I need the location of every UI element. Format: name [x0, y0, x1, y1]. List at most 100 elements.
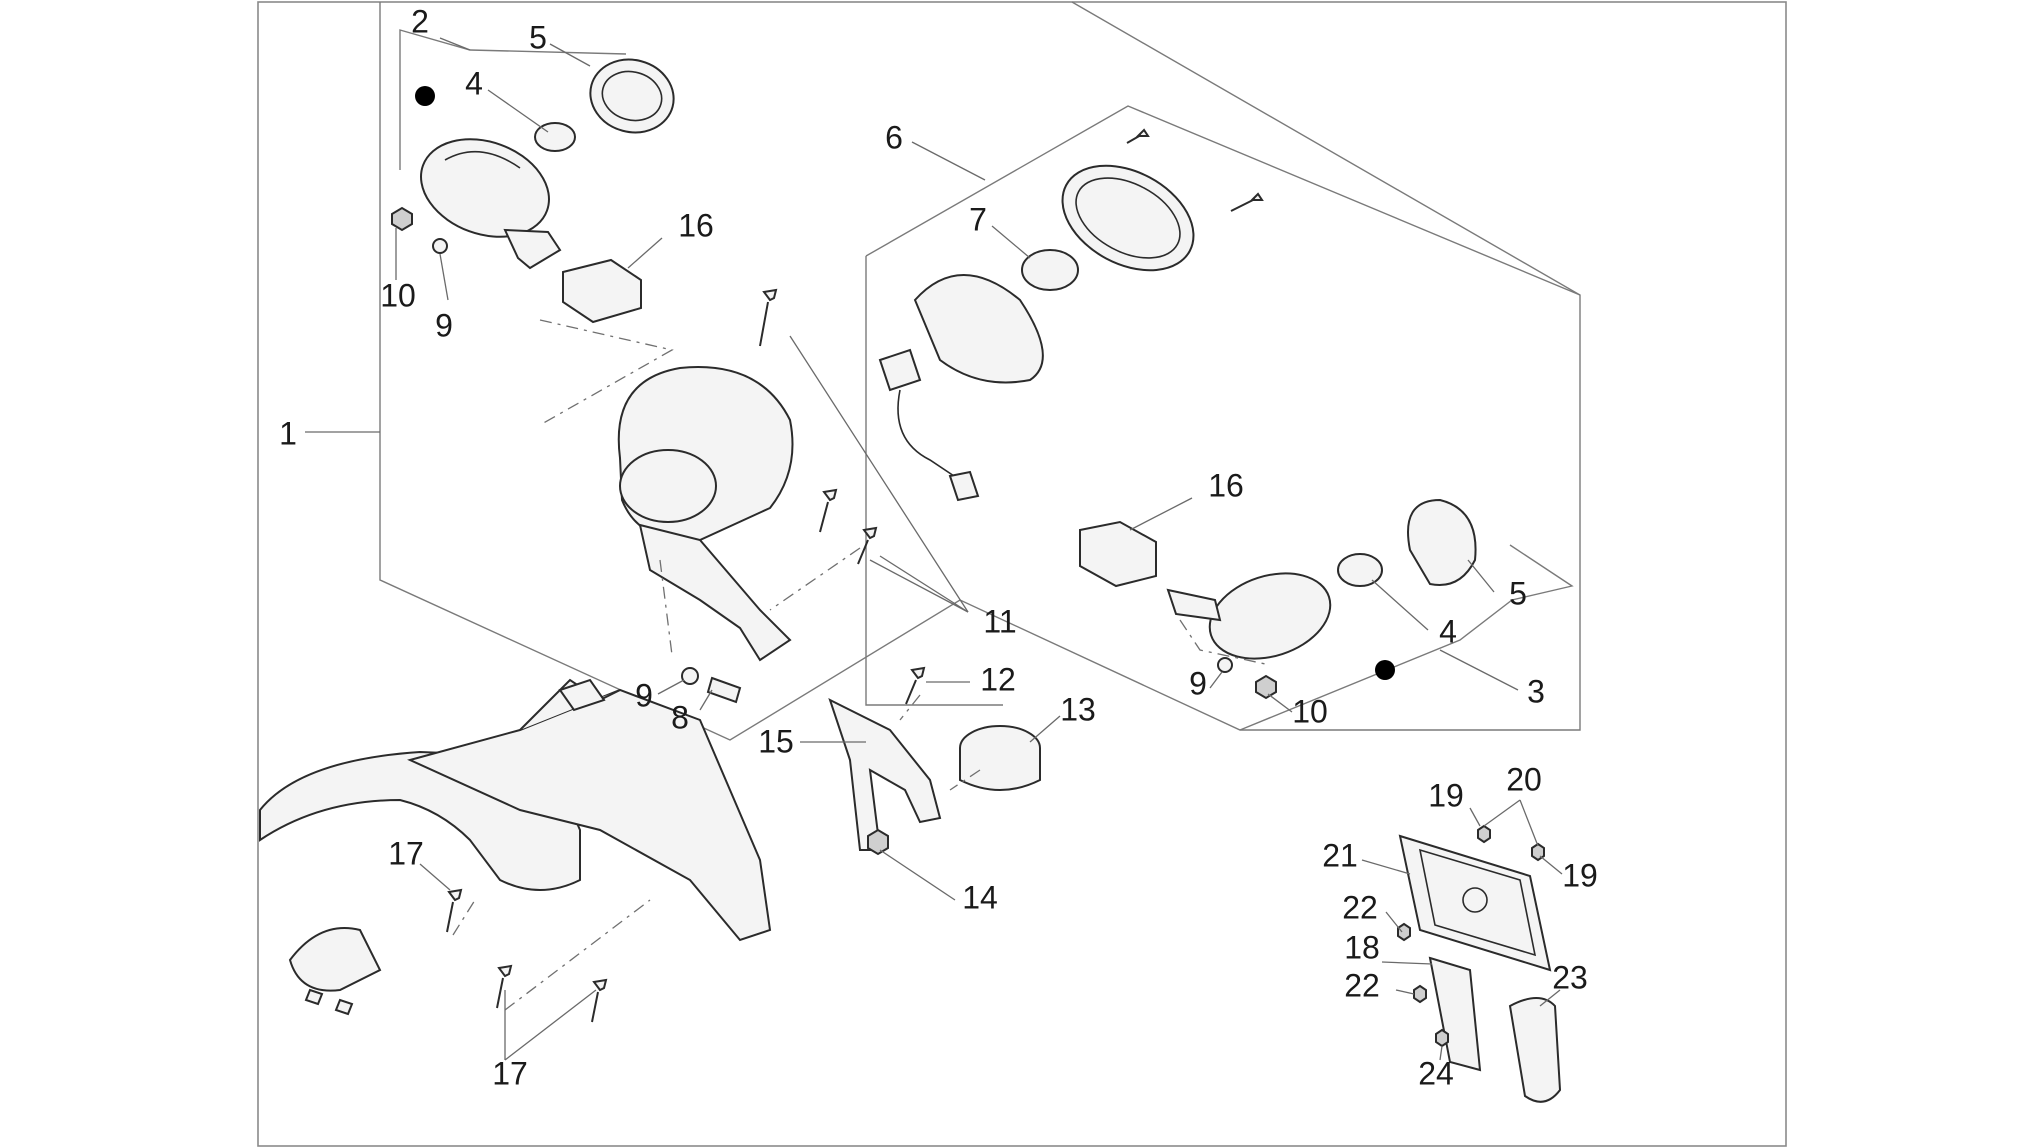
leader-16a — [627, 237, 663, 269]
left-signal-lens — [589, 58, 675, 134]
callout-7: 7 — [969, 201, 987, 237]
callout-9b: 9 — [635, 677, 653, 713]
right-signal-connector — [948, 470, 980, 502]
plate-screw-1 — [1477, 824, 1491, 844]
callout-20: 20 — [1506, 761, 1542, 797]
callout-12: 12 — [980, 661, 1016, 697]
leader-22a — [1385, 911, 1403, 933]
right-indicator-washer — [1217, 657, 1233, 673]
assembly-line-1 — [539, 319, 674, 426]
callout-22a: 22 — [1342, 889, 1378, 925]
assembly-line-5 — [899, 694, 921, 721]
left-turn-signal — [391, 58, 675, 324]
right-signal-reflector — [913, 274, 1044, 384]
leader-9a — [439, 253, 449, 301]
leader-24 — [1439, 1045, 1443, 1061]
leader-17c — [504, 989, 597, 1061]
callout-10b: 10 — [1292, 693, 1328, 729]
fender-screw-2 — [496, 964, 513, 1009]
tail-light-bolt — [706, 676, 742, 704]
callout-18: 18 — [1344, 929, 1380, 965]
leader-11c — [869, 559, 969, 613]
right-indicator-lens — [1407, 498, 1477, 586]
callout-9c: 9 — [1189, 665, 1207, 701]
callout-9a: 9 — [435, 307, 453, 343]
right-signal-rim-inner — [1075, 177, 1181, 259]
callout-23: 23 — [1552, 959, 1588, 995]
callout-1: 1 — [279, 415, 297, 451]
callout-21: 21 — [1322, 837, 1358, 873]
plate-nut-2 — [1413, 984, 1427, 1004]
leader-7 — [991, 225, 1031, 259]
callout-4a: 4 — [465, 65, 483, 101]
licence-plate-holder — [1397, 824, 1562, 1103]
tail-light-mount — [638, 523, 792, 662]
leader-20b — [1519, 799, 1539, 847]
plate-nut-1 — [1397, 922, 1411, 942]
right-indicator-marker-dot — [1375, 660, 1395, 680]
leader-5b — [1467, 559, 1495, 593]
plate-frame-center — [1462, 887, 1488, 913]
tail-light-screw-top — [759, 288, 778, 347]
callout-5b: 5 — [1509, 575, 1527, 611]
callout-14: 14 — [962, 879, 998, 915]
leader-18 — [1381, 961, 1433, 965]
callout-10a: 10 — [380, 277, 416, 313]
right-indicator-bulb — [1337, 553, 1383, 587]
plate-frame-inner — [1418, 848, 1537, 957]
tail-light-washer — [681, 667, 699, 685]
right-signal-screw-side — [1230, 192, 1264, 212]
tail-light-lens — [619, 449, 717, 523]
left-signal-grommet — [562, 258, 642, 324]
callout-6: 6 — [885, 119, 903, 155]
right-indicator-grommet — [1079, 520, 1157, 588]
leader-5a — [549, 43, 591, 67]
left-signal-marker-dot — [415, 86, 435, 106]
plate-bracket — [1428, 956, 1482, 1072]
plate-frame — [1398, 834, 1552, 972]
right-signal-screw-top — [1126, 128, 1150, 144]
right-indicator-nut — [1255, 674, 1277, 700]
diagram-frame — [257, 1, 1787, 1147]
leader-23 — [1539, 989, 1561, 1007]
left-signal-group-outline — [399, 29, 627, 170]
right-turn-signal-housing — [878, 128, 1264, 502]
right-indicator — [1079, 498, 1477, 700]
left-signal-nut — [391, 206, 413, 232]
plate-nut-3 — [1435, 1028, 1449, 1048]
leader-16b — [1129, 497, 1193, 531]
right-signal-group-outline — [865, 105, 1581, 296]
callout-11: 11 — [983, 603, 1016, 639]
right-signal-wire — [897, 389, 961, 481]
leader-19b — [1539, 855, 1563, 875]
assembly-line-6 — [949, 769, 981, 791]
tail-light-screw-low — [857, 526, 878, 565]
callout-17a: 17 — [388, 835, 424, 871]
callout-17b: 17 — [492, 1055, 528, 1091]
fender-screw-3 — [591, 978, 608, 1023]
licence-light-bracket — [828, 666, 1041, 856]
right-signal-rim — [1061, 164, 1195, 272]
callout-4b: 4 — [1439, 613, 1457, 649]
assembly-line-3 — [769, 547, 861, 611]
leader-17a — [419, 863, 451, 891]
leader-13 — [1029, 715, 1061, 743]
assembly-line-7 — [452, 899, 476, 936]
left-signal-housing-highlight — [444, 150, 521, 169]
leader-9b — [657, 679, 685, 695]
callout-19a: 19 — [1428, 777, 1464, 813]
callout-5a: 5 — [529, 19, 547, 55]
tail-light-group-outline — [379, 1, 1581, 741]
assembly-line-2 — [659, 559, 673, 656]
right-indicator-housing — [1208, 572, 1332, 660]
leader-4b — [1371, 579, 1429, 631]
leader-8 — [699, 689, 713, 711]
leader-4a — [487, 89, 549, 133]
rear-fender-and-rail — [259, 678, 772, 1023]
tail-light-assembly — [617, 288, 878, 704]
right-indicator-stalk — [1166, 588, 1222, 622]
plate-reflector — [1508, 997, 1562, 1103]
rail-stud-2 — [334, 998, 354, 1016]
left-signal-washer — [432, 238, 448, 254]
